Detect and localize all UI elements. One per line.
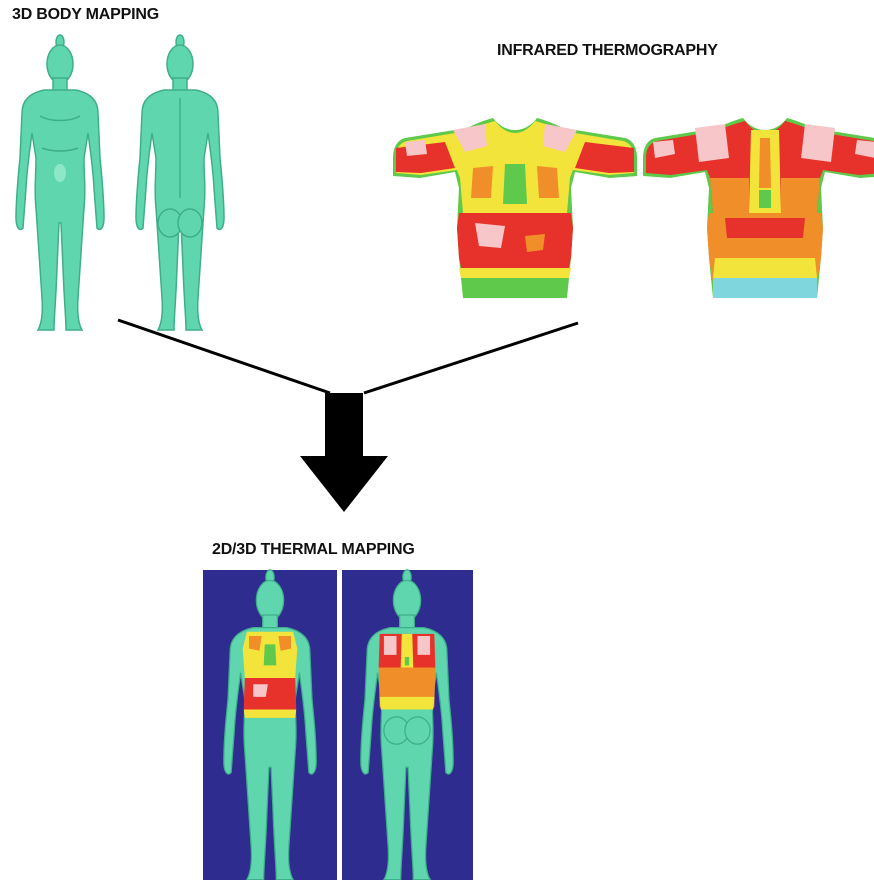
connector-left — [118, 320, 330, 393]
body-scan-back — [136, 35, 224, 330]
body-scan-front — [16, 35, 104, 330]
thermogram-back — [643, 118, 874, 298]
connector-right — [364, 323, 578, 393]
thermogram-front — [393, 118, 637, 298]
down-arrow — [300, 393, 388, 512]
